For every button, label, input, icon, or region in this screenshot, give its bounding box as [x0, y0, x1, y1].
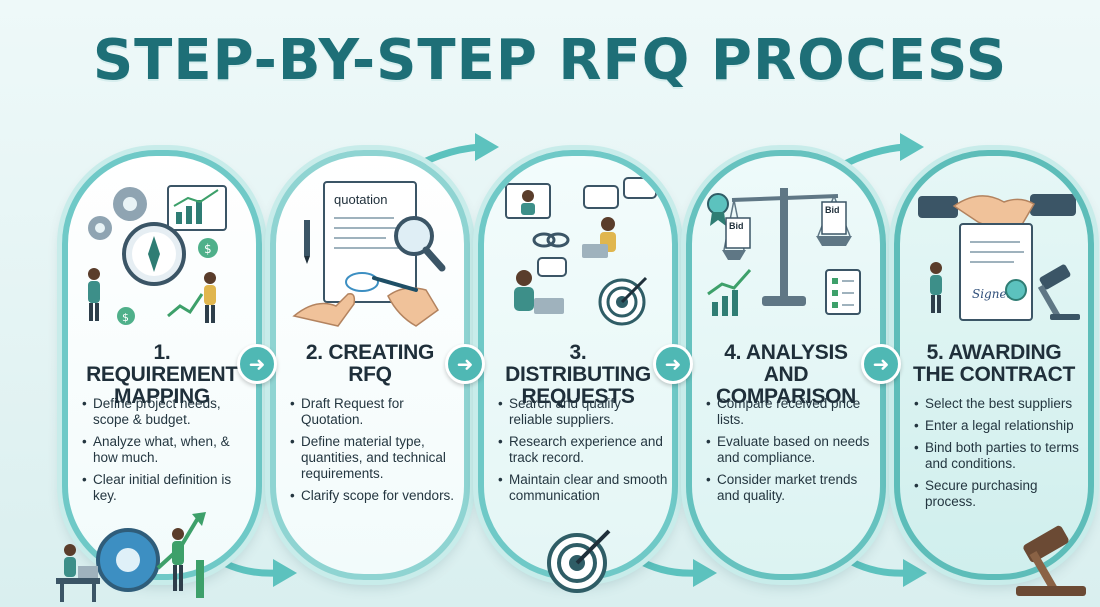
list-item: Define material type, quantities, and te…: [290, 434, 460, 482]
analysis-illustration: Bid Bid: [707, 188, 861, 316]
list-item: Bind both parties to terms and condition…: [914, 440, 1084, 472]
checklist-icon: [825, 269, 861, 315]
gears-icon: [88, 187, 147, 240]
list-item: Secure purchasing process.: [914, 478, 1084, 510]
step-card-awarding-contract: Signed 5. AWARDING THE CONTRACT Select t…: [894, 150, 1094, 580]
svg-text:$: $: [122, 311, 129, 324]
list-item: Define project needs, scope & budget.: [82, 396, 252, 428]
page-title: STEP-BY-STEP RFQ PROCESS: [92, 28, 1008, 93]
pen-icon: [304, 220, 310, 264]
list-item: Enter a legal relationship: [914, 418, 1084, 434]
distributing-illustration: [505, 177, 657, 326]
bar-chart-icon: [707, 269, 752, 316]
person-icon: [930, 262, 942, 313]
requirement-illustration: $ $: [88, 185, 227, 325]
signature-label: Signed: [972, 287, 1015, 301]
arrow-right-icon: ➜: [653, 344, 693, 384]
step-bullet-list: Search and qualify reliable suppliers. R…: [498, 396, 668, 510]
contract-icon: Signed: [959, 223, 1033, 321]
money-icon: $ $: [117, 238, 218, 325]
document-icon: quotation: [323, 181, 417, 303]
document-label: quotation: [334, 192, 388, 207]
target-icon: [547, 529, 611, 593]
list-item: Draft Request for Quotation.: [290, 396, 460, 428]
step-card-analysis-comparison: Bid Bid 4. ANALYSIS AND COMPARISON Compa…: [686, 150, 886, 580]
list-item: Maintain clear and smooth communication: [498, 472, 668, 504]
arrow-right-icon: ➜: [445, 344, 485, 384]
list-item: Research experience and track record.: [498, 434, 668, 466]
list-item: Analyze what, when, & how much.: [82, 434, 252, 466]
seal-icon: [1005, 279, 1027, 301]
step-heading: 2. CREATING RFQ: [305, 341, 435, 386]
magnifier-icon: [394, 216, 446, 272]
list-item: Consider market trends and quality.: [706, 472, 876, 504]
arrow-right-icon: ➜: [861, 344, 901, 384]
people-icon: [88, 268, 216, 323]
list-item: Compare received price lists.: [706, 396, 876, 428]
team-gear-illustration: [56, 512, 206, 602]
laptop-user-icon: [505, 183, 616, 314]
award-icon: [707, 193, 729, 226]
step-heading: 1. REQUIREMENT MAPPING: [86, 341, 238, 408]
target-icon: [598, 276, 648, 326]
step-bullet-list: Select the best suppliers Enter a legal …: [914, 396, 1084, 516]
step-heading: 5. AWARDING THE CONTRACT: [912, 341, 1076, 386]
bid-document-icon: Bid Bid: [725, 201, 847, 249]
arrow-right-icon: ➜: [237, 344, 277, 384]
hand-icon: [292, 276, 439, 327]
growth-chart-icon: [167, 185, 227, 231]
step-card-distributing-requests: 3. DISTRIBUTING REQUESTS Search and qual…: [478, 150, 678, 580]
gavel-icon: [1016, 525, 1086, 596]
step-bullet-list: Compare received price lists. Evaluate b…: [706, 396, 876, 510]
list-item: Evaluate based on needs and compliance.: [706, 434, 876, 466]
step-card-creating-rfq: quotation 2. CREATING RFQ Draft Request …: [270, 150, 470, 580]
svg-text:$: $: [204, 242, 212, 256]
handshake-chain-icon: [532, 232, 570, 248]
list-item: Select the best suppliers: [914, 396, 1084, 412]
compass-icon: [122, 222, 186, 286]
step-bullet-list: Draft Request for Quotation. Define mate…: [290, 396, 460, 510]
list-item: Clear initial definition is key.: [82, 472, 252, 504]
awarding-illustration: Signed: [918, 194, 1080, 321]
gavel-icon: [1037, 264, 1080, 320]
handshake-icon: [918, 194, 1076, 230]
chat-bubble-icon: [537, 177, 657, 277]
list-item: Search and qualify reliable suppliers.: [498, 396, 668, 428]
svg-text:Bid: Bid: [825, 205, 840, 215]
list-item: Clarify scope for vendors.: [290, 488, 460, 504]
svg-text:Bid: Bid: [729, 221, 744, 231]
step-bullet-list: Define project needs, scope & budget. An…: [82, 396, 252, 510]
creating-rfq-illustration: quotation: [292, 181, 446, 327]
